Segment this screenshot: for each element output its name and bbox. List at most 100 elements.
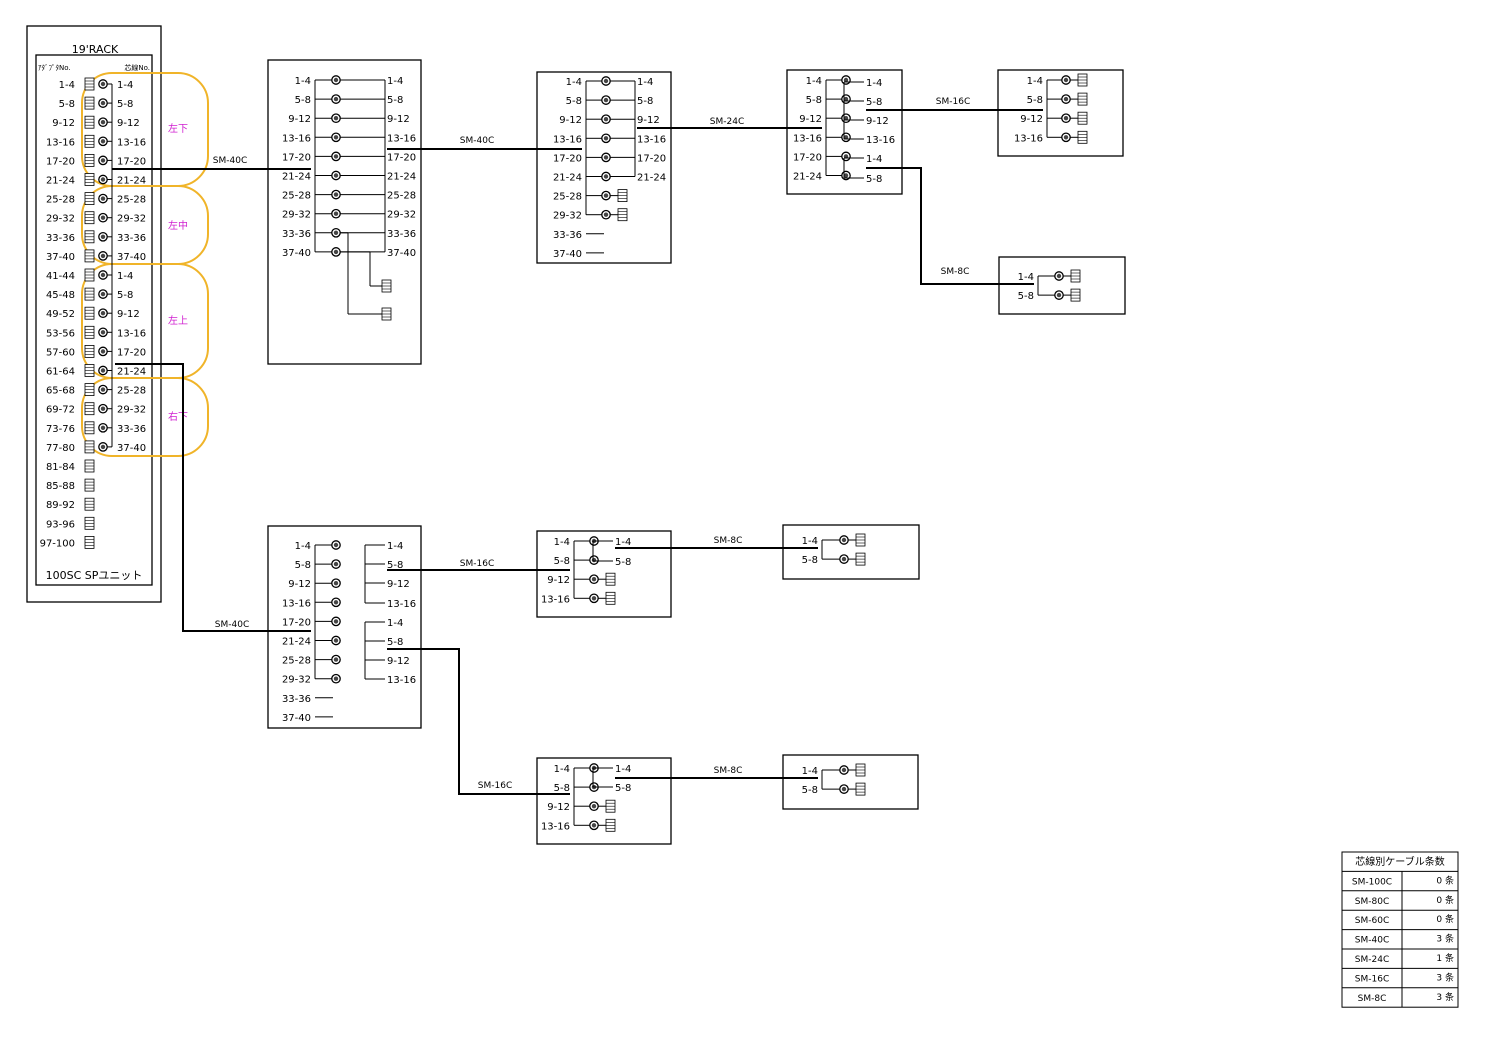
rack-core-label: 29-32 bbox=[117, 405, 146, 416]
rack-core-label: 1-4 bbox=[117, 80, 133, 91]
connector-core-icon bbox=[603, 155, 609, 160]
box-right-label: 9-12 bbox=[387, 579, 410, 590]
connector-core-icon bbox=[333, 657, 339, 662]
connector-core-icon bbox=[333, 211, 339, 216]
box-left-label: 29-32 bbox=[282, 675, 311, 686]
box-left-label: 5-8 bbox=[554, 556, 570, 567]
box-left-label: 1-4 bbox=[1018, 272, 1034, 283]
box-right-label: 13-16 bbox=[387, 675, 416, 686]
connector-core-icon bbox=[333, 192, 339, 197]
splice-box-frame bbox=[536, 530, 672, 618]
adapter-port-icon bbox=[84, 516, 95, 530]
connector-core-icon bbox=[603, 117, 609, 122]
connector-core-icon bbox=[100, 387, 106, 392]
box-right-label: 5-8 bbox=[615, 783, 631, 794]
box-left-label: 21-24 bbox=[793, 172, 822, 183]
group-label: 左中 bbox=[168, 219, 188, 232]
connector-core-icon bbox=[603, 136, 609, 141]
connector-core-icon bbox=[1056, 292, 1062, 298]
adapter-port-icon bbox=[84, 230, 95, 244]
rack-adapter-label: 37-40 bbox=[46, 252, 75, 263]
rack-core-label: 29-32 bbox=[117, 214, 146, 225]
connector-core-icon bbox=[333, 116, 339, 121]
box-right-label: 9-12 bbox=[866, 116, 889, 127]
box-left-label: 21-24 bbox=[282, 172, 311, 183]
rack-adapter-label: 53-56 bbox=[46, 328, 75, 339]
box-left-label: 21-24 bbox=[553, 173, 582, 184]
box-left-label: 13-16 bbox=[1014, 133, 1043, 144]
cable-label: SM-40C bbox=[215, 620, 249, 630]
connector-core-icon bbox=[100, 139, 106, 144]
adapter-port-icon bbox=[617, 189, 628, 203]
adapter-port-icon bbox=[1077, 73, 1088, 87]
connector-core-icon bbox=[333, 230, 339, 235]
splice-box-frame bbox=[536, 757, 672, 845]
box-left-label: 1-4 bbox=[806, 76, 822, 87]
box-right-label: 5-8 bbox=[387, 560, 403, 571]
rack-adapter-label: 17-20 bbox=[46, 156, 75, 167]
rack-core-label: 9-12 bbox=[117, 309, 140, 320]
connector-core-icon bbox=[591, 804, 597, 809]
summary-cable-type: SM-100C bbox=[1352, 877, 1392, 887]
rack-adapter-label: 13-16 bbox=[46, 137, 75, 148]
connector-core-icon bbox=[603, 212, 609, 217]
box-right-label: 1-4 bbox=[866, 78, 882, 89]
connector-core-icon bbox=[100, 234, 106, 239]
connector-core-icon bbox=[100, 272, 106, 278]
connector-core-icon bbox=[333, 581, 339, 586]
adapter-port-icon bbox=[84, 268, 95, 282]
connector-core-icon bbox=[100, 349, 106, 354]
box-right-label: 1-4 bbox=[387, 541, 403, 552]
connector-core-icon bbox=[333, 173, 339, 178]
adapter-port-icon bbox=[855, 552, 866, 566]
box-left-label: 17-20 bbox=[282, 617, 311, 628]
rack-adapter-label: 69-72 bbox=[46, 405, 75, 416]
box-left-label: 17-20 bbox=[553, 153, 582, 164]
connector-core-icon bbox=[100, 406, 106, 411]
connector-core-icon bbox=[591, 577, 597, 582]
box-left-label: 33-36 bbox=[282, 229, 311, 240]
connector-core-icon bbox=[1063, 116, 1069, 121]
rack-adapter-label: 33-36 bbox=[46, 233, 75, 244]
core-header: 芯線No. bbox=[124, 63, 150, 72]
adapter-port-icon bbox=[84, 306, 95, 320]
cable-line bbox=[866, 167, 1034, 285]
box-right-label: 5-8 bbox=[615, 557, 631, 568]
summary-cable-type: SM-24C bbox=[1355, 955, 1389, 965]
rack-core-label: 17-20 bbox=[117, 347, 146, 358]
box-left-label: 1-4 bbox=[802, 536, 818, 547]
rack-adapter-label: 1-4 bbox=[59, 80, 75, 91]
connector-core-icon bbox=[100, 330, 106, 335]
connector-core-icon bbox=[591, 596, 597, 601]
summary-cable-count: 3 条 bbox=[1436, 933, 1454, 945]
box-left-label: 37-40 bbox=[282, 713, 311, 724]
box-right-label: 29-32 bbox=[387, 210, 416, 221]
rack-adapter-label: 9-12 bbox=[52, 118, 75, 129]
adapter-port-icon bbox=[84, 134, 95, 148]
adapter-port-icon bbox=[84, 344, 95, 358]
box-right-label: 9-12 bbox=[387, 114, 410, 125]
summary-cable-type: SM-40C bbox=[1355, 936, 1389, 946]
box-right-label: 33-36 bbox=[387, 229, 416, 240]
box-left-label: 37-40 bbox=[282, 248, 311, 259]
box-left-label: 21-24 bbox=[282, 637, 311, 648]
rack-core-label: 37-40 bbox=[117, 443, 146, 454]
cable-label: SM-40C bbox=[213, 156, 247, 166]
splice-box: 1-45-89-1213-1617-2021-241-45-89-1213-16… bbox=[786, 69, 903, 195]
box-right-label: 17-20 bbox=[637, 153, 666, 164]
cable-label: SM-40C bbox=[460, 136, 494, 146]
group-label: 左上 bbox=[168, 314, 188, 327]
rack-adapter-label: 85-88 bbox=[46, 481, 75, 492]
connector-core-icon bbox=[100, 158, 106, 163]
box-right-label: 5-8 bbox=[866, 97, 882, 108]
summary-cable-type: SM-60C bbox=[1355, 916, 1389, 926]
adapter-port-icon bbox=[1070, 269, 1081, 283]
box-left-label: 13-16 bbox=[541, 594, 570, 605]
splice-box-frame bbox=[267, 525, 422, 729]
rack-adapter-label: 45-48 bbox=[46, 290, 75, 301]
adapter-header: ｱﾀﾞﾌﾟﾀNo. bbox=[38, 64, 71, 72]
adapter-port-icon bbox=[84, 211, 95, 225]
adapter-port-icon bbox=[84, 287, 95, 301]
